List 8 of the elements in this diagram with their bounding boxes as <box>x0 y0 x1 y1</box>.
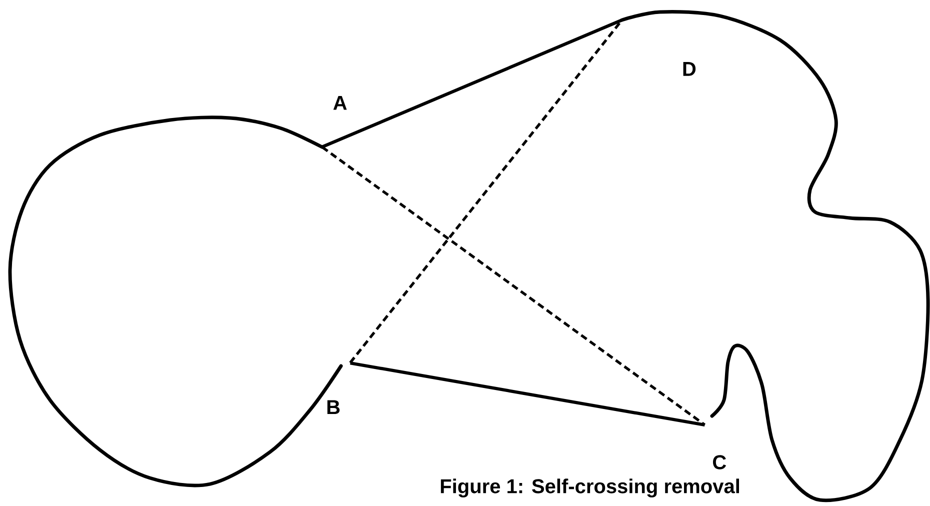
point-label: C <box>713 455 726 470</box>
point-label: D <box>683 62 696 76</box>
point-label: A <box>333 96 347 110</box>
line <box>322 18 622 148</box>
caption: Figure 1: Self-crossing removal <box>440 478 739 498</box>
line <box>350 361 706 427</box>
dashed-line <box>322 146 706 426</box>
point-label: B <box>327 400 340 414</box>
